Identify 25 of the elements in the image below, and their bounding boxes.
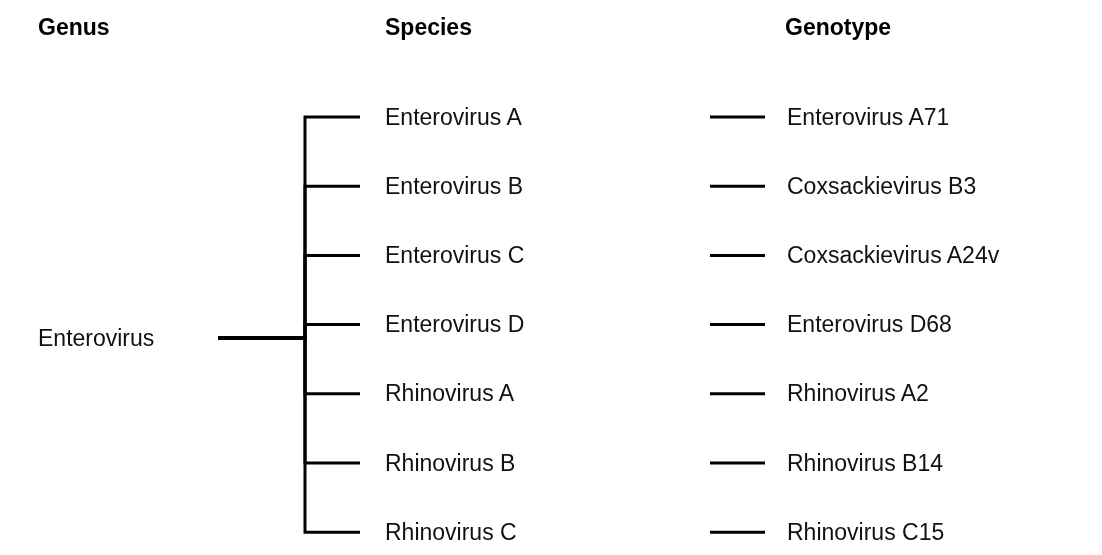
connector-line (710, 184, 765, 188)
taxon-name: Enterovirus D68 (787, 311, 952, 339)
taxon-name: Enterovirus A (385, 103, 522, 131)
connector-line (710, 530, 765, 534)
taxon-name: Enterovirus (38, 324, 155, 352)
connector-line (710, 323, 765, 327)
taxon-name: Enterovirus B (385, 172, 524, 200)
connector-line (710, 253, 765, 257)
taxon-name: Rhinovirus C (385, 518, 517, 546)
column-heading: Genotype (785, 14, 892, 41)
taxon-name: Rhinovirus B (385, 449, 516, 477)
taxon-name: Rhinovirus C15 (787, 518, 945, 546)
taxon-name: Enterovirus D (385, 311, 525, 339)
connector-line (710, 392, 765, 396)
taxon-name: Rhinovirus B14 (787, 449, 943, 477)
column-heading: Species (385, 14, 472, 41)
taxon-name: Enterovirus C (385, 241, 525, 269)
taxon-name: Rhinovirus A2 (787, 380, 929, 408)
connector-line (710, 461, 765, 465)
column-heading: Genus (38, 14, 110, 41)
taxon-name: Coxsackievirus B3 (787, 172, 977, 200)
taxon-name: Enterovirus A71 (787, 103, 950, 131)
connector-line (710, 115, 765, 119)
taxon-name: Coxsackievirus A24v (787, 241, 1000, 269)
taxon-name: Rhinovirus A (385, 380, 515, 408)
